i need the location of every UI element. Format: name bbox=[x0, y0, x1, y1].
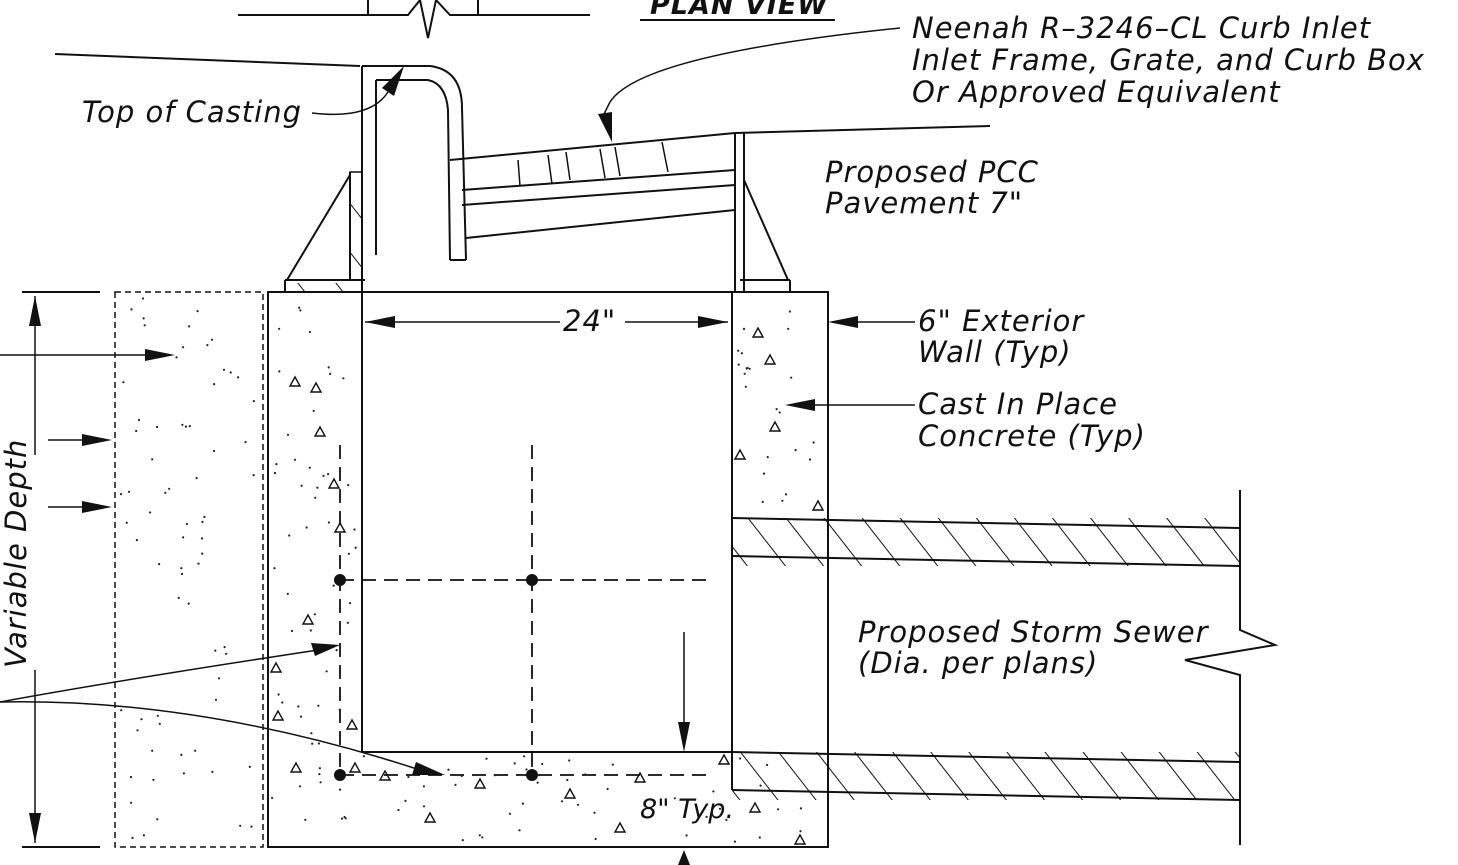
concrete-stipple bbox=[119, 297, 825, 845]
casting-label-line3: Or Approved Equivalent bbox=[912, 75, 1281, 109]
floor-thickness-label: 8" Typ. bbox=[640, 794, 734, 825]
plan-view-title: PLAN VIEW bbox=[650, 0, 828, 21]
storm-sewer-pipe bbox=[731, 490, 1279, 845]
inside-width-label: 24" bbox=[563, 304, 616, 338]
pavement-label-line1: Proposed PCC bbox=[825, 155, 1039, 189]
casting-label-line2: Inlet Frame, Grate, and Curb Box bbox=[912, 43, 1425, 77]
variable-depth-label: Variable Depth bbox=[0, 439, 33, 668]
adjacent-pavement-block bbox=[114, 291, 264, 848]
storm-sewer-label-line2: (Dia. per plans) bbox=[858, 646, 1098, 680]
leader-lines bbox=[311, 27, 915, 411]
casting-frame bbox=[284, 65, 791, 292]
exterior-wall-label-line1: 6" Exterior bbox=[918, 304, 1085, 338]
variable-depth-dimension bbox=[0, 291, 445, 848]
storm-sewer-label-line1: Proposed Storm Sewer bbox=[858, 615, 1210, 649]
plan-view-fragment bbox=[238, 0, 590, 39]
reinforcing-bars bbox=[334, 445, 710, 781]
exterior-wall-label-line2: Wall (Typ) bbox=[918, 335, 1072, 369]
casting-label-line1: Neenah R–3246–CL Curb Inlet bbox=[912, 11, 1372, 45]
inside-width-dimension bbox=[365, 316, 728, 328]
pavement-label-line2: Pavement 7" bbox=[825, 186, 1023, 220]
pavement-top-line bbox=[734, 125, 991, 134]
floor-thickness-dimension bbox=[678, 632, 690, 865]
curb-top-line bbox=[54, 53, 361, 67]
top-of-casting-label: Top of Casting bbox=[82, 95, 302, 129]
concrete-label-line2: Concrete (Typ) bbox=[918, 419, 1146, 453]
concrete-label-line1: Cast In Place bbox=[918, 387, 1118, 421]
